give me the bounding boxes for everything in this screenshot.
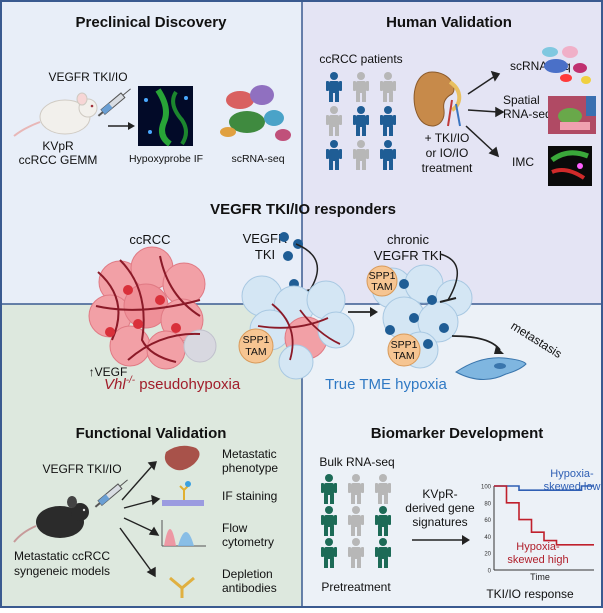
branch-arrows-icon: [465, 70, 505, 158]
km-y-tick-label: 100: [481, 485, 492, 491]
km-legend-high-line2: skewed high: [507, 554, 568, 566]
ccrcc-tumor-illustration: [88, 246, 217, 370]
if-staining-icon: [162, 481, 204, 506]
pretreatment-label: Pretreatment: [321, 580, 391, 594]
responders-title: VEGFR TKI/IO responders: [210, 201, 396, 218]
signature-line3: signatures: [412, 515, 467, 529]
chronic-tki-line2: VEGFR TKI: [374, 248, 442, 263]
spp1-tam-cell: SPP1 TAM: [238, 328, 274, 364]
preclinical-scrna-label: scRNA-seq: [231, 153, 284, 165]
svg-text:TAM: TAM: [393, 350, 414, 362]
human-treatment-line2: or IO/IO: [426, 146, 469, 160]
arrow-right-icon: [412, 535, 470, 545]
functional-outcome2: IF staining: [222, 489, 277, 503]
metastasis-arrow-icon: [451, 335, 504, 354]
biomarker-patient-icons: [321, 474, 391, 568]
biomarker-title: Biomarker Development: [371, 425, 544, 442]
svg-text:SPP1: SPP1: [243, 334, 270, 346]
human-title: Human Validation: [386, 14, 512, 31]
kidney-icon: [413, 71, 462, 127]
functional-drug-label: VEGFR TKI/IO: [42, 462, 121, 476]
human-spatial-line1: Spatial: [503, 93, 540, 107]
km-y-tick-label: 40: [484, 535, 491, 541]
svg-text:TAM: TAM: [371, 281, 392, 293]
scrna-umap-image: [220, 85, 291, 141]
human-spatial-line2: RNA-seq: [503, 107, 552, 121]
responding-tumor-illustration: [241, 275, 355, 380]
syringe-icon: [94, 479, 128, 508]
km-y-tick-label: 0: [488, 569, 492, 575]
spp1-tam-cell: SPP1 TAM: [387, 333, 421, 367]
syringe-icon: [97, 88, 131, 117]
functional-outcome1-line1: Metastatic: [222, 447, 277, 461]
mouse-black-icon: [13, 496, 89, 543]
km-legend-high-line1: Hypoxia-: [516, 541, 560, 553]
functional-outcome3-line2: cytometry: [222, 535, 274, 549]
antibody-icon: [169, 576, 195, 598]
km-y-tick-label: 80: [484, 501, 491, 507]
hypoxyprobe-label: Hypoxyprobe IF: [129, 153, 203, 165]
functional-outcome3-line1: Flow: [222, 521, 248, 535]
functional-outcome4-line2: antibodies: [222, 581, 277, 595]
preclinical-model-line2: ccRCC GEMM: [19, 153, 98, 167]
svg-text:TAM: TAM: [245, 346, 266, 358]
liver-icon: [164, 445, 200, 471]
svg-text:SPP1: SPP1: [369, 270, 396, 282]
fan-arrows-icon: [119, 461, 161, 578]
preclinical-title: Preclinical Discovery: [76, 14, 228, 31]
km-series-hypoxia-low: [494, 485, 594, 491]
spp1-tam-cell: SPP1 TAM: [366, 265, 398, 297]
functional-model-line1: Metastatic ccRCC: [14, 549, 110, 563]
patient-icons: [326, 72, 396, 170]
functional-outcome4-line1: Depletion: [222, 567, 273, 581]
imc-image: [548, 146, 592, 186]
chronic-tumor-illustration: [371, 253, 473, 369]
ccrcc-label: ccRCC: [129, 232, 170, 247]
spatial-rnaseq-image: [548, 96, 596, 134]
chronic-tki-line1: chronic: [387, 232, 429, 247]
hypoxyprobe-image: [138, 86, 193, 147]
km-legend-low-line2: skewed low: [544, 481, 601, 493]
km-survival-chart: 100 80 60 40 20 0: [481, 485, 594, 575]
vegfr-tki-line1: VEGFR: [243, 231, 288, 246]
signature-line2: derived gene: [405, 501, 475, 515]
preclinical-model-line1: KVpR: [42, 139, 74, 153]
human-treatment-line3: treatment: [422, 161, 473, 175]
flow-histogram-icon: [161, 520, 206, 547]
functional-title: Functional Validation: [76, 425, 227, 442]
km-y-tick-label: 20: [484, 552, 491, 558]
km-series-hypoxia-high: [494, 485, 594, 546]
bulk-rnaseq-label: Bulk RNA-seq: [319, 455, 394, 469]
vegfr-tki-line2: TKI: [255, 247, 275, 262]
human-imc-label: IMC: [512, 155, 534, 169]
arrow-right-icon: [348, 307, 378, 317]
functional-outcome1-line2: phenotype: [222, 461, 278, 475]
mouse-white-icon: [13, 92, 98, 137]
human-patients-label: ccRCC patients: [319, 52, 402, 66]
arrow-right-icon: [108, 122, 135, 130]
human-treatment-line1: + TKI/IO: [425, 131, 470, 145]
pseudohypoxia-label: Vhl-/- pseudohypoxia: [104, 375, 241, 393]
vegf-label: ↑VEGF: [89, 365, 128, 379]
preclinical-drug-label: VEGFR TKI/IO: [48, 70, 127, 84]
signature-line1: KVpR-: [422, 487, 457, 501]
response-label: TKI/IO response: [486, 587, 574, 601]
migrating-cell-icon: [455, 357, 527, 380]
km-x-axis-label: Time: [530, 572, 550, 582]
km-y-tick-label: 60: [484, 518, 491, 524]
svg-text:SPP1: SPP1: [391, 339, 418, 351]
km-legend-low-line1: Hypoxia-: [550, 468, 594, 480]
human-umap-image: [542, 46, 591, 84]
true-hypoxia-label: True TME hypoxia: [325, 376, 447, 393]
functional-model-line2: syngeneic models: [14, 564, 110, 578]
